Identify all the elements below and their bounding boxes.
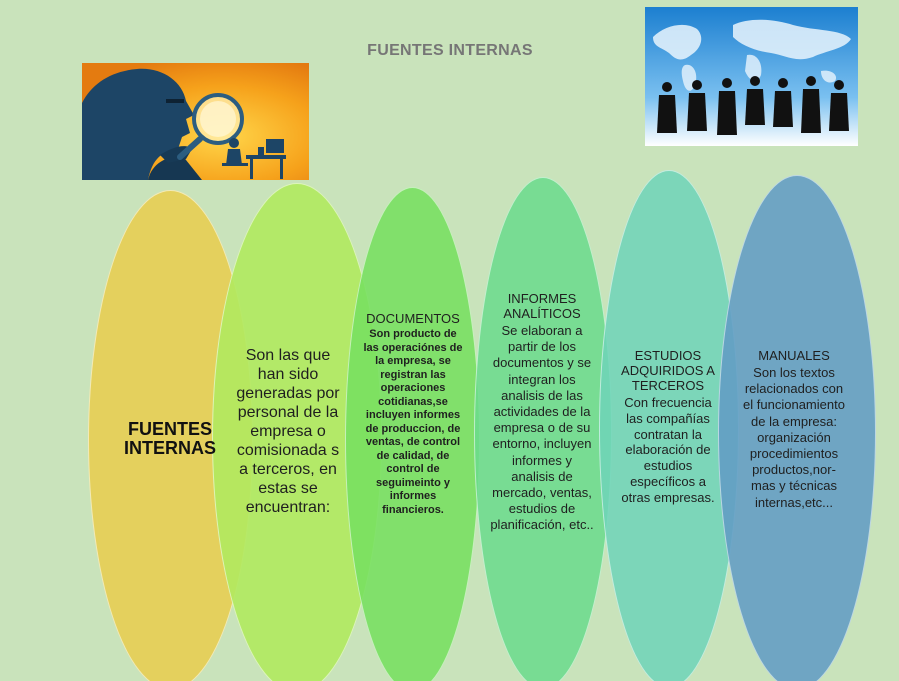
manuales-text: MANUALES Son los textos relacionados con…: [740, 348, 848, 511]
definicion-text: Son las que han sido generadas por perso…: [236, 347, 340, 516]
oval-informes-analiticos: [474, 177, 612, 681]
business-people-photo: [645, 7, 858, 146]
informes-analiticos-body: Se elaboran a partir de los documentos y…: [490, 323, 594, 533]
informes-analiticos-heading: INFORMES ANALÍTICOS: [503, 291, 581, 321]
oval-estudios-adquiridos: [599, 170, 739, 681]
slide-title: FUENTES INTERNAS: [367, 42, 533, 59]
informes-analiticos-text: INFORMES ANALÍTICOS Se elaboran a partir…: [490, 291, 594, 534]
documentos-text: DOCUMENTOS Son producto de las operación…: [362, 311, 464, 517]
investigator-illustration: [82, 63, 309, 180]
oval-documentos: [345, 187, 480, 681]
estudios-adquiridos-text: ESTUDIOS ADQUIRIDOS A TERCEROS Con frecu…: [616, 348, 720, 506]
documentos-body: Son producto de las operaciónes de la em…: [363, 328, 463, 516]
oval-manuales: [718, 175, 876, 681]
documentos-heading: DOCUMENTOS: [366, 311, 460, 326]
estudios-adquiridos-heading: ESTUDIOS ADQUIRIDOS A TERCEROS: [621, 348, 715, 393]
manuales-body: Son los textos relacionados con el funci…: [743, 365, 845, 510]
fuentes-internas-label: FUENTES INTERNAS: [123, 419, 216, 458]
manuales-heading: MANUALES: [758, 348, 830, 363]
estudios-adquiridos-body: Con frecuencia las compañías contratan l…: [621, 395, 715, 505]
